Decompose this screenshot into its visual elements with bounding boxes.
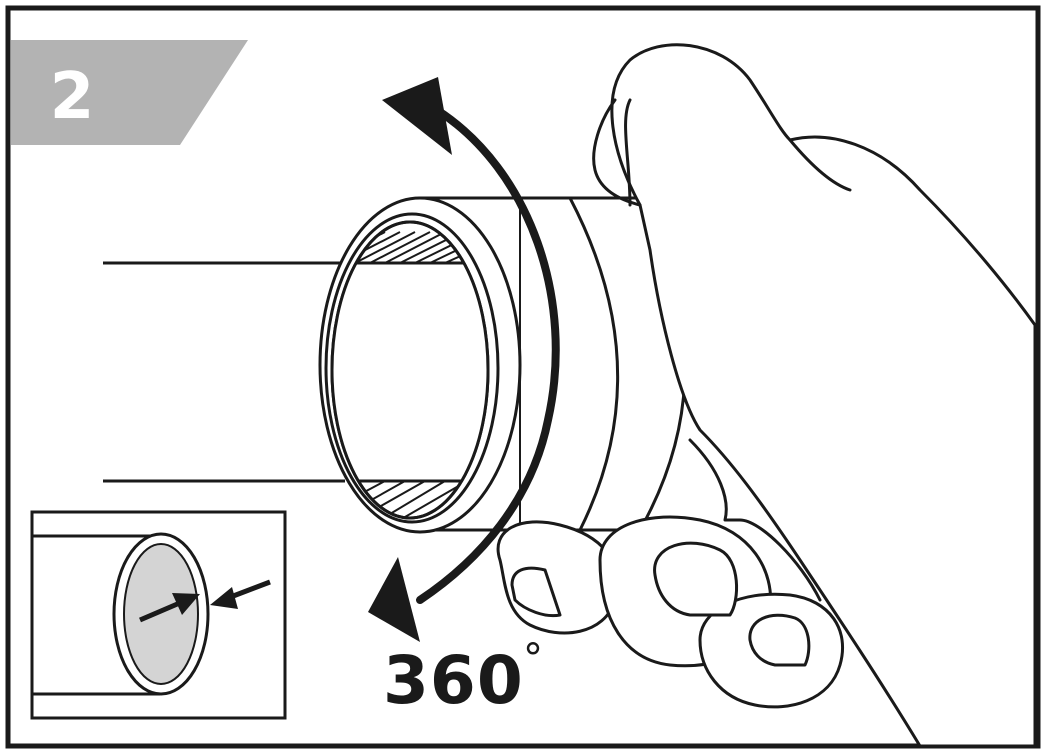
step-badge: 2 bbox=[11, 40, 248, 145]
rotation-unit: ° bbox=[523, 636, 543, 682]
rotate-arrow-icon bbox=[368, 77, 560, 642]
inset-collar-face bbox=[123, 543, 199, 685]
inset-arrow-out bbox=[210, 587, 238, 609]
rotation-value: 360 bbox=[383, 642, 524, 719]
inset-arrow-in bbox=[172, 593, 200, 615]
inset-detail bbox=[30, 510, 287, 720]
shaft-inside-bore bbox=[332, 263, 488, 481]
step-badge-shape bbox=[11, 40, 248, 145]
hand bbox=[496, 43, 1037, 748]
shaft bbox=[103, 261, 345, 483]
illustration-frame bbox=[5, 5, 1041, 749]
step-number: 2 bbox=[50, 60, 95, 134]
fingernail bbox=[510, 566, 562, 618]
fingernail bbox=[653, 541, 739, 617]
fingernail bbox=[748, 613, 811, 667]
